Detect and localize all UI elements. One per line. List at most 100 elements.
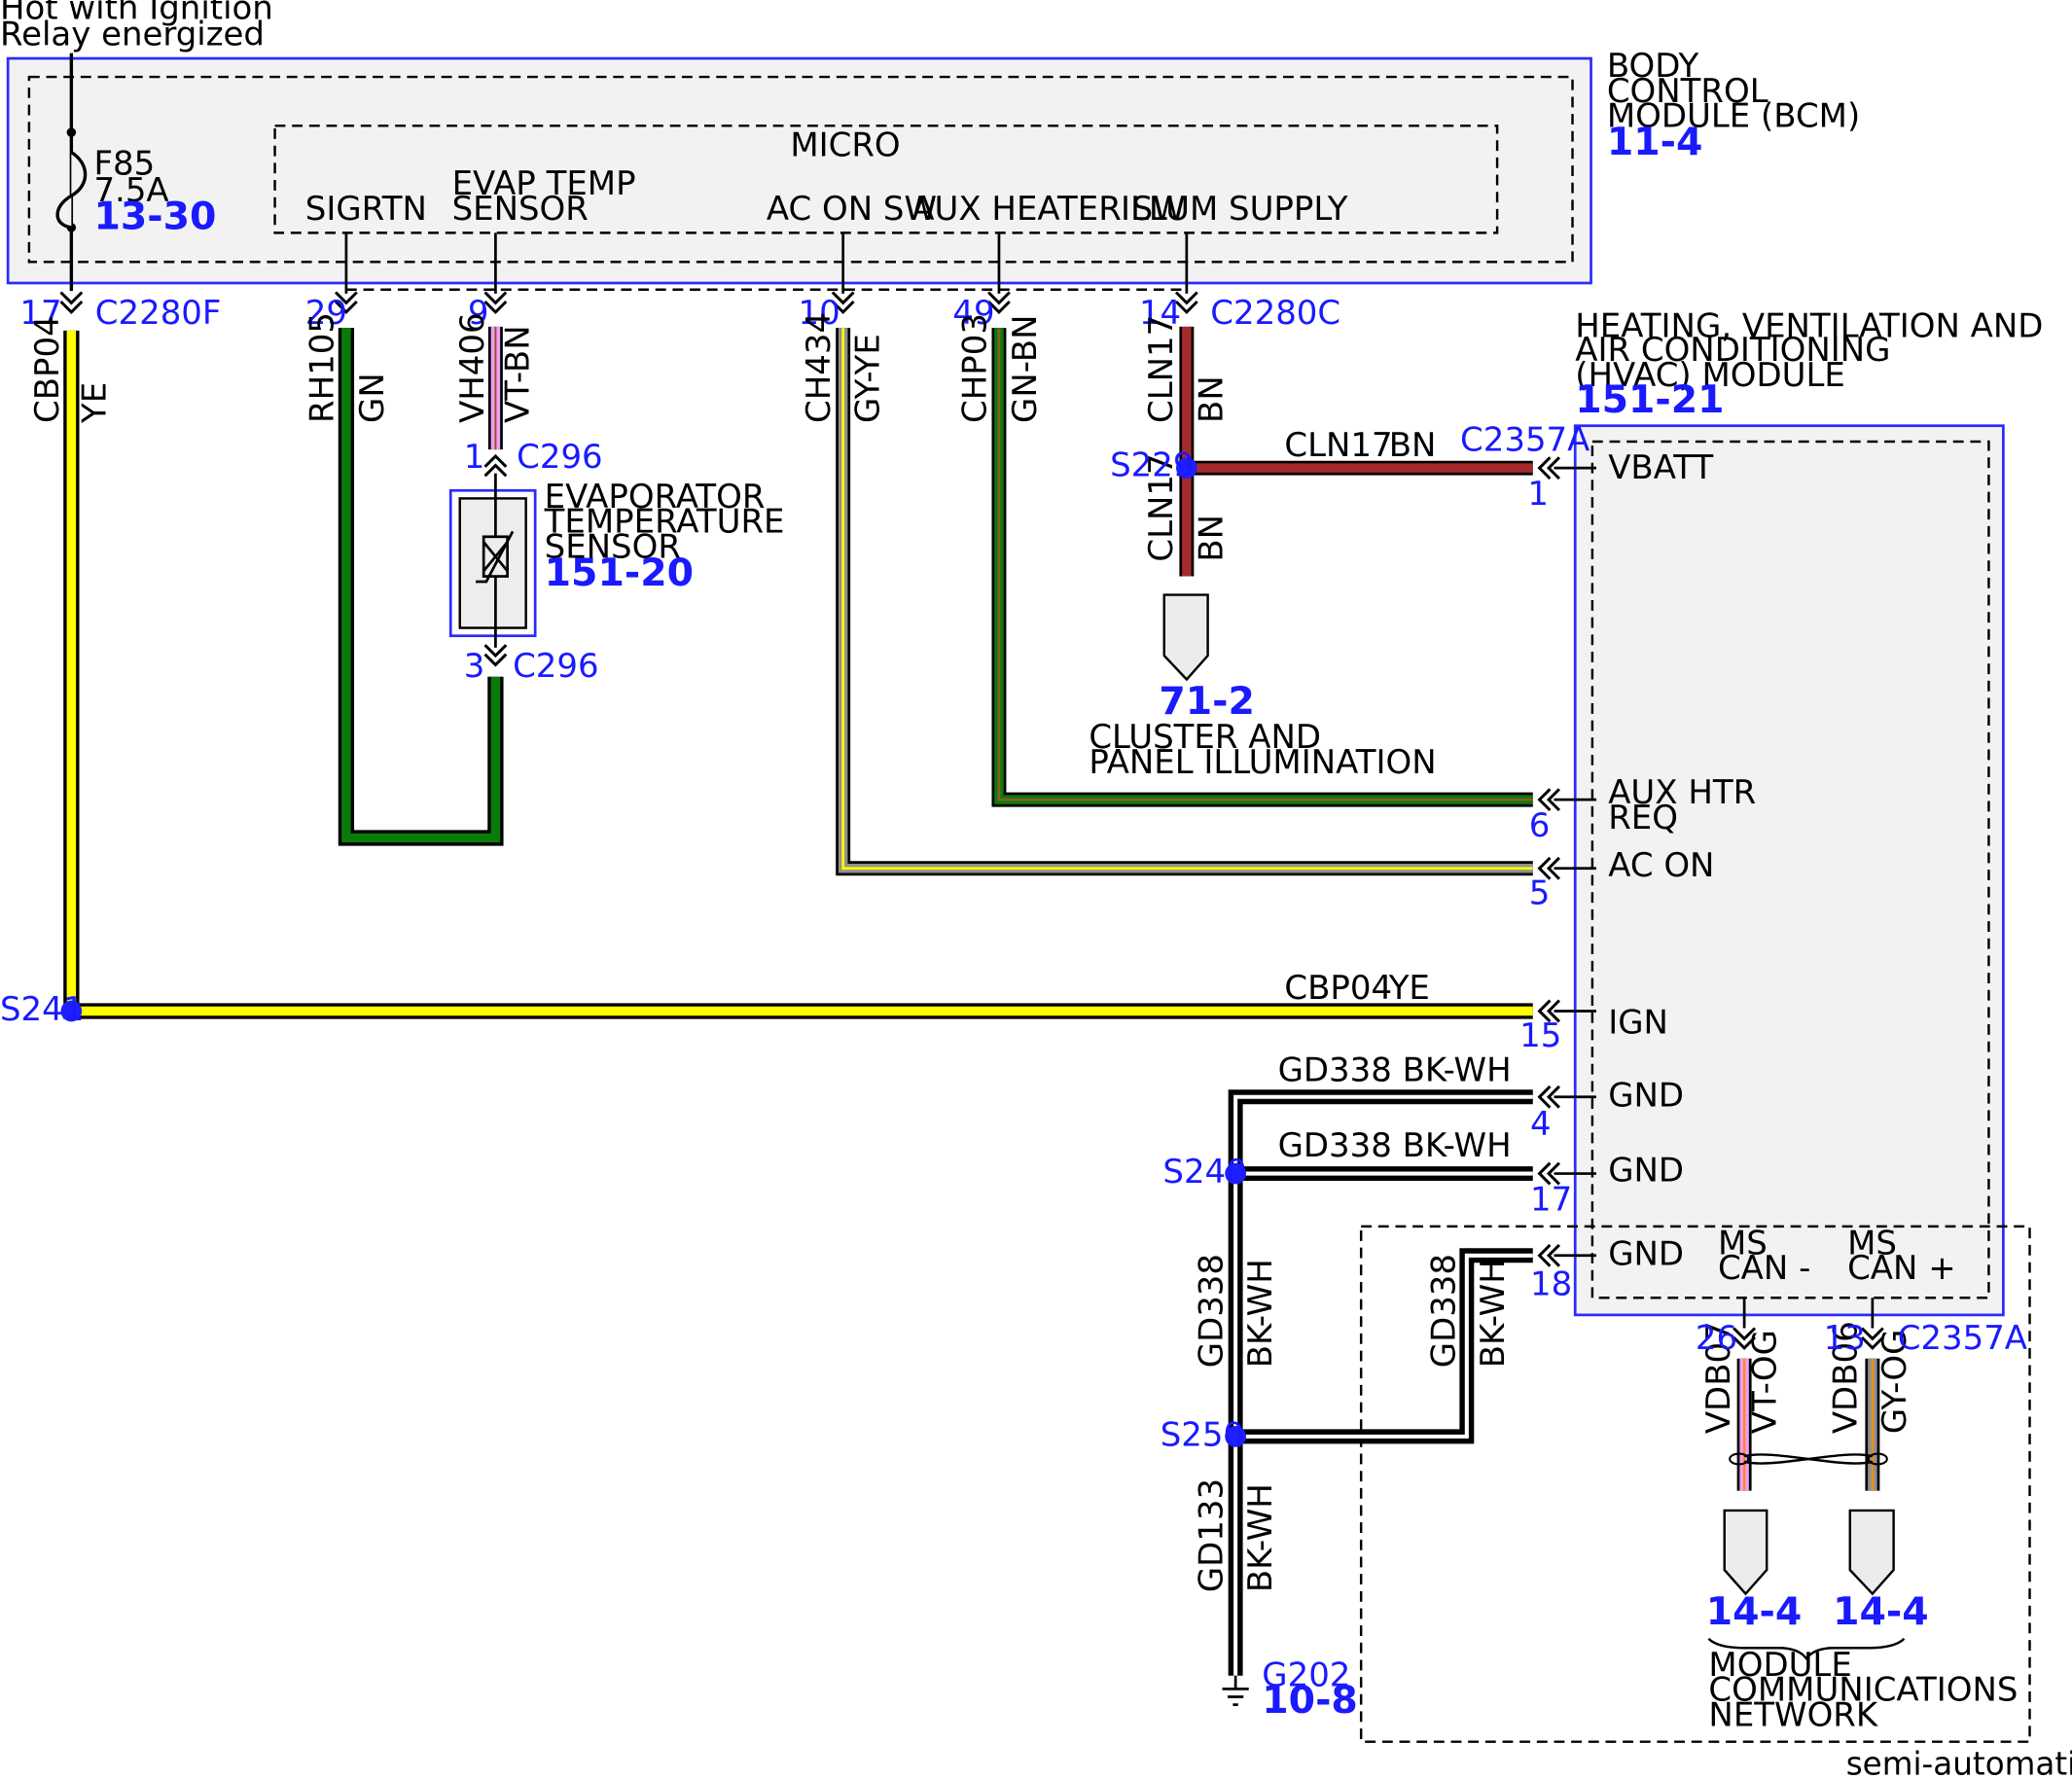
- twisted-pair-symbol: [1743, 1453, 1874, 1465]
- page-ref-arrow-can-plus: [1848, 1509, 1895, 1596]
- wire-label-rh105-circuit: RH105: [303, 312, 341, 423]
- wire-label-chp03-color: GN-BN: [1006, 315, 1045, 423]
- bcm-pin-acon-label: AC ON SW: [767, 190, 937, 229]
- wire-gd338: [1228, 1089, 1533, 1444]
- hvac-module-box: [1573, 424, 2005, 1317]
- wire-cln17: [1179, 326, 1533, 577]
- sensor-name-line2: TEMPERATURE: [544, 503, 785, 542]
- cluster-label-line2: PANEL ILLUMINATION: [1089, 743, 1436, 782]
- evap-sensor-outline: [448, 488, 537, 638]
- wire-label-gd133-color: BK-WH: [1241, 1483, 1280, 1592]
- wire-label-cbp04-horizontal-circuit: CBP04: [1284, 969, 1392, 1008]
- bcm-pin-auxheater-label: AUX HEATER SW: [911, 190, 1185, 229]
- bcm-connector-c2280f: C2280F: [95, 294, 222, 333]
- hvac-pin-26-number: 26: [1696, 1319, 1737, 1358]
- wire-label-cln17-upper-color: BN: [1193, 375, 1232, 423]
- bcm-module-box: [6, 56, 1592, 285]
- network-dashed-box: [1359, 1225, 2031, 1743]
- pin-c296-1-symbol: [483, 454, 508, 478]
- feed-dot-top: [66, 127, 77, 137]
- hvac-pin-ign-label: IGN: [1608, 1004, 1668, 1043]
- wire-label-vdb07-circuit: VDB07: [1699, 1321, 1738, 1434]
- sensor-name-line1: EVAPORATOR: [545, 478, 766, 516]
- splice-s250-label: S250: [1161, 1415, 1244, 1454]
- wire-chp03: [991, 328, 1533, 807]
- wire-ch434: [836, 328, 1533, 876]
- wire-label-cln17-lower-circuit: CLN17: [1142, 453, 1181, 561]
- c296-connector-bottom: C296: [513, 647, 599, 686]
- bcm-pin-17-number: 17: [19, 294, 61, 333]
- wire-label-rh105-color: GN: [353, 373, 392, 423]
- splice-s240-label: S240: [1162, 1153, 1246, 1192]
- bcm-page-ref: 11-4: [1607, 120, 1703, 164]
- wire-label-ch434-circuit: CH434: [800, 312, 839, 423]
- hvac-pin-gnd17-number: 17: [1530, 1181, 1572, 1220]
- hvac-pin-auxhtr-number: 6: [1529, 806, 1551, 845]
- bcm-pin-29-number: 29: [305, 294, 347, 333]
- wire-label-gd338b-circuit: GD338: [1425, 1254, 1464, 1368]
- hvac-pin-gnd4-number: 4: [1530, 1105, 1552, 1144]
- network-page-ref-left: 14-4: [1706, 1589, 1803, 1634]
- bcm-pin-49-number: 49: [952, 294, 994, 333]
- network-page-ref-right: 14-4: [1833, 1589, 1929, 1634]
- hvac-connector-c2357a-bottom: C2357A: [1898, 1319, 2027, 1358]
- wire-label-vh406-color: VT-BN: [498, 325, 537, 423]
- hvac-pin-mscan-plus-label-line2: CAN +: [1847, 1249, 1956, 1288]
- sensor-name-line3: SENSOR: [545, 528, 681, 567]
- page-ref-arrow-cluster: [1162, 593, 1209, 682]
- bcm-pin-9-number: 9: [468, 294, 489, 333]
- hvac-pin-auxhtr-label-line2: REQ: [1608, 799, 1678, 837]
- bcm-pin-10-number: 10: [798, 294, 840, 333]
- network-label-line3: NETWORK: [1708, 1695, 1877, 1734]
- hvac-title-line3: (HVAC) MODULE: [1575, 356, 1845, 395]
- wire-label-gd338b-color: BK-WH: [1474, 1259, 1513, 1368]
- hvac-pin-mscan-plus-label-line1: MS: [1847, 1224, 1897, 1263]
- hvac-pin-13-number: 13: [1824, 1319, 1866, 1358]
- wire-label-cbp04-color: YE: [76, 382, 115, 424]
- wire-label-cbp04-horizontal-color: YE: [1388, 969, 1430, 1008]
- wire-label-ch434-color: GY-YE: [848, 334, 887, 423]
- bcm-title-line3: MODULE (BCM): [1607, 97, 1860, 136]
- hvac-title-line2: AIR CONDITIONING: [1575, 331, 1890, 370]
- bcm-title-line1: BODY: [1607, 47, 1699, 86]
- thermistor-icon: [476, 530, 515, 584]
- wire-label-gd338-circuit: GD338: [1193, 1254, 1232, 1368]
- hvac-pin-acon-label: AC ON: [1608, 846, 1714, 885]
- hvac-pin-vbatt-number: 1: [1527, 475, 1549, 514]
- micro-label: MICRO: [790, 126, 900, 165]
- pin-c2280f-17-symbol: [58, 291, 84, 314]
- wire-label-vdb06-circuit: VDB06: [1827, 1321, 1866, 1434]
- bcm-pin-evap-label-line1: EVAP TEMP: [452, 164, 636, 203]
- page-ref-arrow-can-minus: [1723, 1509, 1768, 1596]
- wire-label-cln17-horizontal-circuit: CLN17: [1284, 426, 1392, 465]
- wire-rh105: [338, 328, 504, 846]
- network-label-line2: COMMUNICATIONS: [1708, 1671, 2018, 1710]
- hvac-pin-mscan-minus-label-line2: CAN -: [1718, 1249, 1810, 1288]
- hvac-pin-vbatt-label: VBATT: [1608, 448, 1713, 487]
- sensor-page-ref: 151-20: [545, 551, 694, 595]
- bcm-title-line2: CONTROL: [1607, 72, 1768, 111]
- micro-block: [273, 125, 1499, 234]
- wire-label-cln17-upper-circuit: CLN17: [1142, 315, 1181, 423]
- hvac-connector-c2357a-top: C2357A: [1460, 421, 1590, 460]
- hvac-pin-gnd4-label: GND: [1608, 1076, 1684, 1115]
- wire-label-gd338-mid: GD338 BK-WH: [1278, 1126, 1512, 1165]
- wire-label-cbp04-circuit: CBP04: [28, 315, 67, 423]
- ground-icon: [1222, 1675, 1249, 1707]
- wire-label-cln17-horizontal-color: BN: [1389, 426, 1437, 465]
- page-footnote: semi-automatic A/C: [1846, 1746, 2072, 1779]
- c296-pin1-number: 1: [464, 438, 485, 477]
- hvac-pin-gnd18-label: GND: [1608, 1234, 1684, 1273]
- cluster-page-ref: 71-2: [1159, 679, 1255, 724]
- bcm-pin-illum-label: ILLUM SUPPLY: [1121, 190, 1348, 229]
- network-label-line1: MODULE: [1708, 1646, 1851, 1685]
- wire-label-chp03-circuit: CHP03: [955, 313, 994, 423]
- splice-s229-label: S229: [1110, 445, 1194, 484]
- internal-leads: [344, 232, 1875, 1329]
- bcm-connector-c2280c: C2280C: [1210, 294, 1340, 333]
- cluster-label-line1: CLUSTER AND: [1089, 718, 1321, 757]
- wire-label-vdb07-color: VT-OG: [1746, 1330, 1785, 1434]
